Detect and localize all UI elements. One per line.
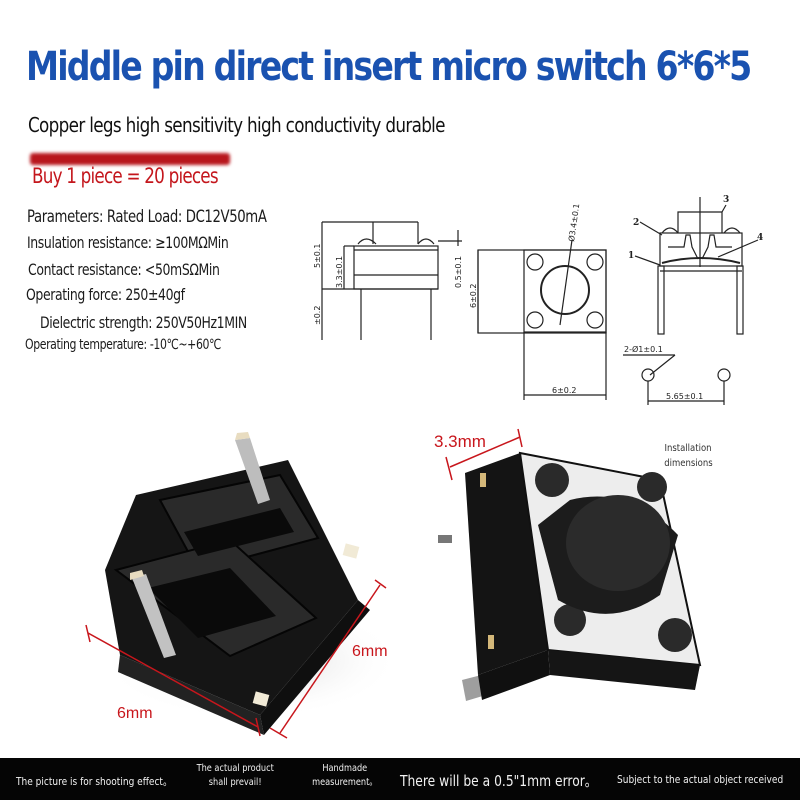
footer-item-error: There will be a 0.5"1mm error。 — [400, 772, 598, 790]
footer-item-actual-product: The actual product shall prevail! — [196, 763, 274, 788]
footer-item-handmade: Handmade measurement。 — [312, 763, 378, 788]
param-operating-force: Operating force: 250±40gf — [26, 285, 185, 304]
disclaimer-footer: The picture is for shooting effect。 The … — [0, 758, 800, 800]
dim-top: 0.5±0.1 — [454, 256, 463, 288]
dim-pin-spacing: 5.65±0.1 — [666, 392, 703, 401]
section-view-drawing: 2 1 3 4 2-Ø1±0.1 5.65±0.1 — [623, 195, 763, 405]
promo-text: Buy 1 piece = 20 pieces — [32, 164, 219, 188]
installation-dimensions-label: Installation dimensions — [664, 443, 713, 469]
top-view-drawing: 6±0.2 6±0.2 Ø3.4±0.1 — [470, 203, 607, 400]
dim-top-view-width: 6±0.2 — [552, 386, 577, 395]
dim-top-view-height: 6±0.2 — [470, 283, 478, 308]
switch-top-photo: 3.3mm — [434, 428, 702, 701]
dim-bottom-6mm-b: 6mm — [352, 643, 388, 660]
side-view-drawing: 5±0.1 3.3±0.1 ±0.2 0.5±0.1 — [313, 221, 463, 340]
param-dielectric: Dielectric strength: 250V50Hz1MIN — [40, 313, 247, 332]
dim-pin: ±0.2 — [313, 306, 322, 325]
param-rated-load: Parameters: Rated Load: DC12V50mA — [27, 207, 267, 227]
dim-body-height: 3.3±0.1 — [335, 256, 344, 288]
label-part-3: 3 — [723, 195, 729, 205]
product-title: Middle pin direct insert micro switch 6*… — [26, 44, 752, 90]
param-insulation: Insulation resistance: ≥100MΩMin — [27, 233, 229, 252]
dim-total-height: 5±0.1 — [313, 243, 322, 268]
product-subtitle: Copper legs high sensitivity high conduc… — [28, 113, 446, 137]
label-part-1: 1 — [628, 251, 634, 261]
footer-item-shooting-effect: The picture is for shooting effect。 — [16, 775, 172, 788]
footer-item-actual-object: Subject to the actual object received — [617, 773, 784, 786]
dim-hole-spec: 2-Ø1±0.1 — [624, 344, 663, 354]
param-temperature: Operating temperature: -10℃~+60℃ — [25, 337, 221, 353]
switch-bottom-photo: 6mm 6mm — [85, 432, 400, 739]
promo-banner-bar — [30, 153, 230, 165]
dim-bottom-6mm-a: 6mm — [117, 705, 153, 722]
label-part-2: 2 — [633, 218, 639, 228]
dim-button-diameter: Ø3.4±0.1 — [566, 203, 581, 242]
param-contact: Contact resistance: <50mSΩMin — [28, 260, 220, 279]
label-part-4: 4 — [757, 233, 763, 243]
dim-height-3-3mm: 3.3mm — [434, 432, 486, 451]
